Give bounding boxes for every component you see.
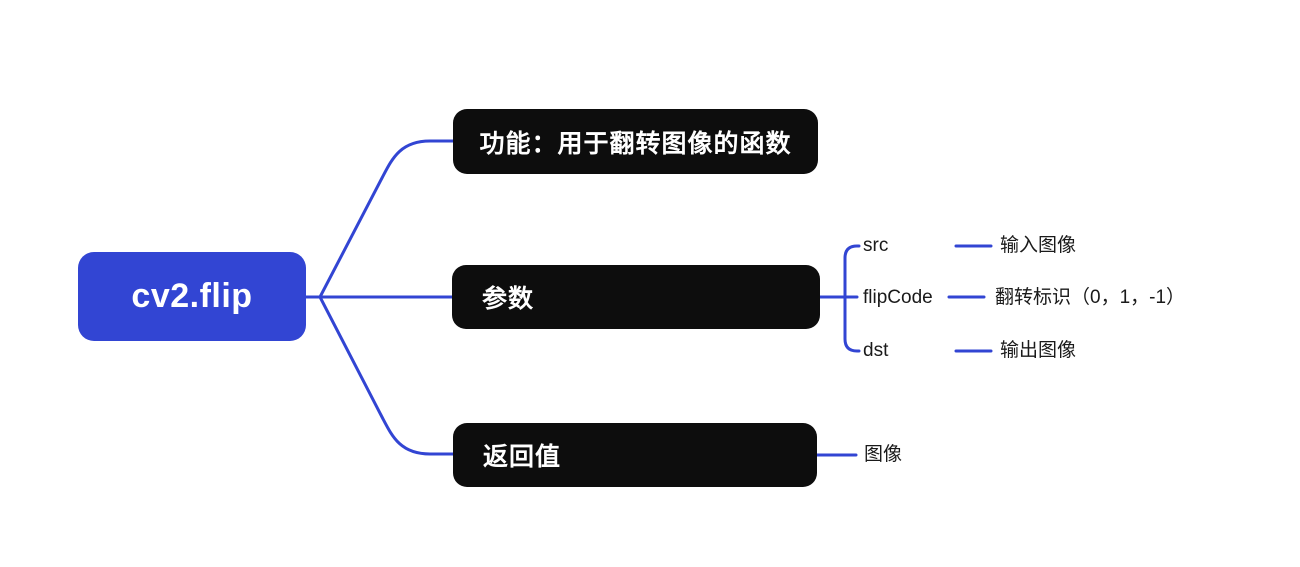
param-desc-flipcode[interactable]: 翻转标识（0，1，-1） bbox=[995, 287, 1186, 308]
branch-node-params[interactable]: 参数 bbox=[452, 265, 820, 329]
branch-node-return-label: 返回值 bbox=[483, 443, 562, 471]
edge-root-to-function bbox=[318, 139, 455, 299]
edge-params-to-dst bbox=[843, 295, 861, 353]
root-node-label: cv2.flip bbox=[131, 277, 253, 315]
param-node-dst[interactable]: dst bbox=[863, 340, 889, 361]
branch-node-params-label: 参数 bbox=[482, 285, 535, 313]
param-desc-dst[interactable]: 输出图像 bbox=[1000, 340, 1077, 361]
edge-params-to-src bbox=[843, 244, 861, 299]
return-node-image[interactable]: 图像 bbox=[864, 444, 903, 465]
branch-node-function[interactable]: 功能：用于翻转图像的函数 bbox=[453, 109, 818, 174]
param-node-flipcode[interactable]: flipCode bbox=[863, 287, 933, 308]
param-node-src[interactable]: src bbox=[863, 235, 889, 256]
branch-node-function-label: 功能：用于翻转图像的函数 bbox=[479, 129, 792, 158]
param-desc-src[interactable]: 输入图像 bbox=[1000, 235, 1077, 256]
root-node-cv2-flip[interactable]: cv2.flip bbox=[78, 252, 306, 341]
edge-root-to-return bbox=[318, 295, 455, 456]
branch-node-return[interactable]: 返回值 bbox=[453, 423, 817, 487]
